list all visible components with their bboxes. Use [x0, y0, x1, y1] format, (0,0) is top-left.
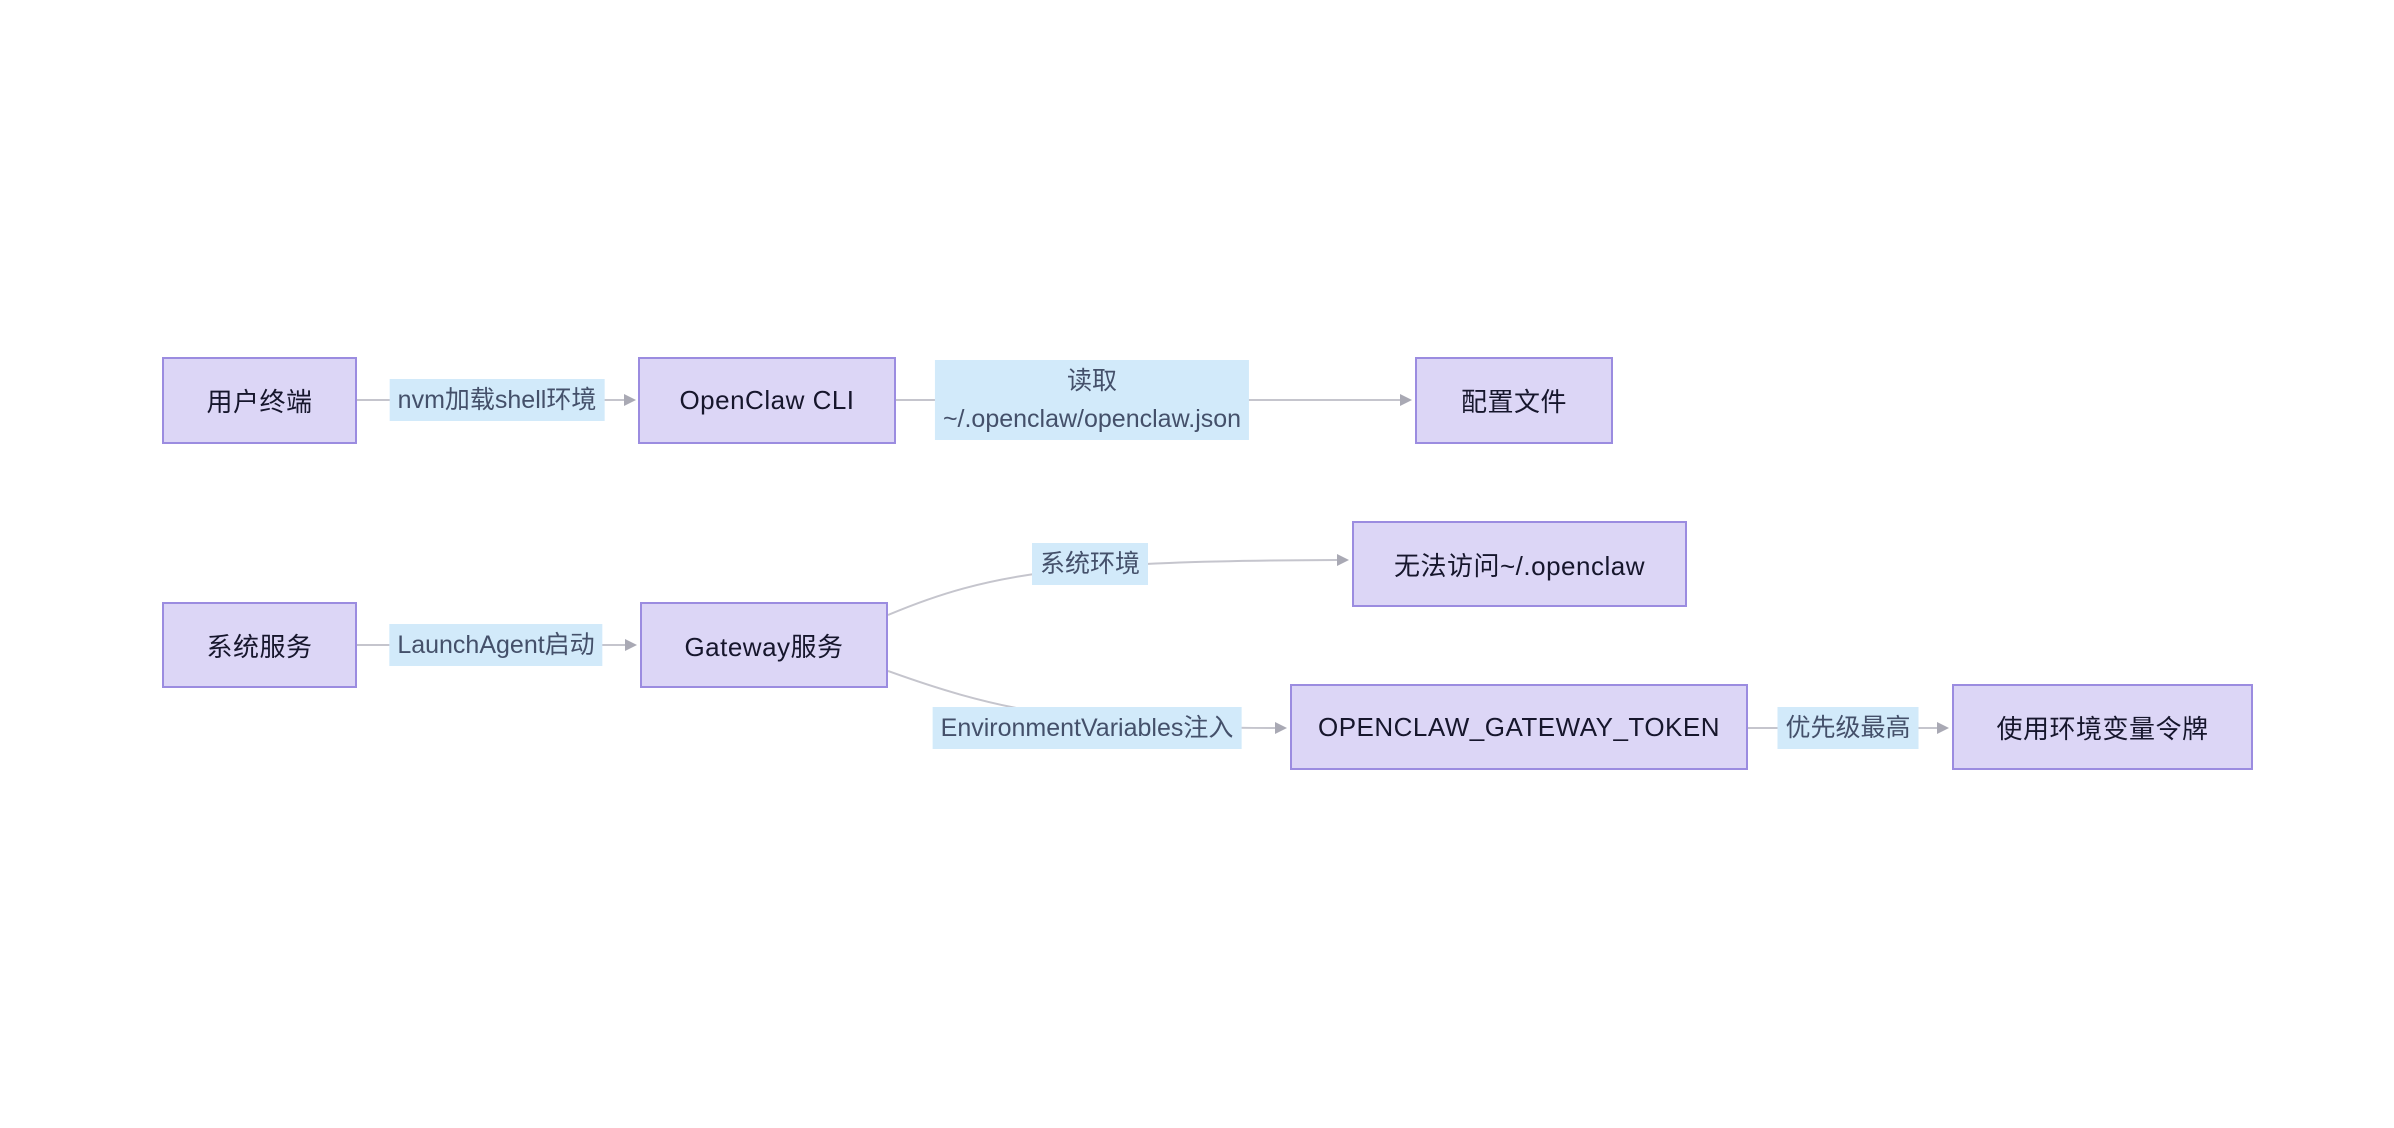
node-gateway-service: Gateway服务	[640, 602, 888, 688]
edge-label-read-config: 读取 ~/.openclaw/openclaw.json	[934, 360, 1250, 440]
node-cannot-access-openclaw: 无法访问~/.openclaw	[1352, 521, 1687, 607]
edge-label-nvm-shell: nvm加载shell环境	[389, 379, 605, 421]
edge-label-env-variables-inject: EnvironmentVariables注入	[932, 707, 1242, 749]
node-user-terminal: 用户终端	[162, 357, 357, 444]
edge-label-launchagent: LaunchAgent启动	[389, 624, 603, 666]
edge-label-read-line2: ~/.openclaw/openclaw.json	[942, 405, 1242, 433]
edge-label-priority-highest: 优先级最高	[1777, 707, 1919, 749]
node-openclaw-cli: OpenClaw CLI	[638, 357, 896, 444]
node-system-service: 系统服务	[162, 602, 357, 688]
edge-label-read-line1: 读取	[1066, 367, 1117, 395]
node-use-env-variable-token: 使用环境变量令牌	[1952, 684, 2253, 770]
node-openclaw-gateway-token: OPENCLAW_GATEWAY_TOKEN	[1290, 684, 1748, 770]
node-config-file: 配置文件	[1415, 357, 1613, 444]
edge-label-system-env: 系统环境	[1031, 543, 1149, 585]
